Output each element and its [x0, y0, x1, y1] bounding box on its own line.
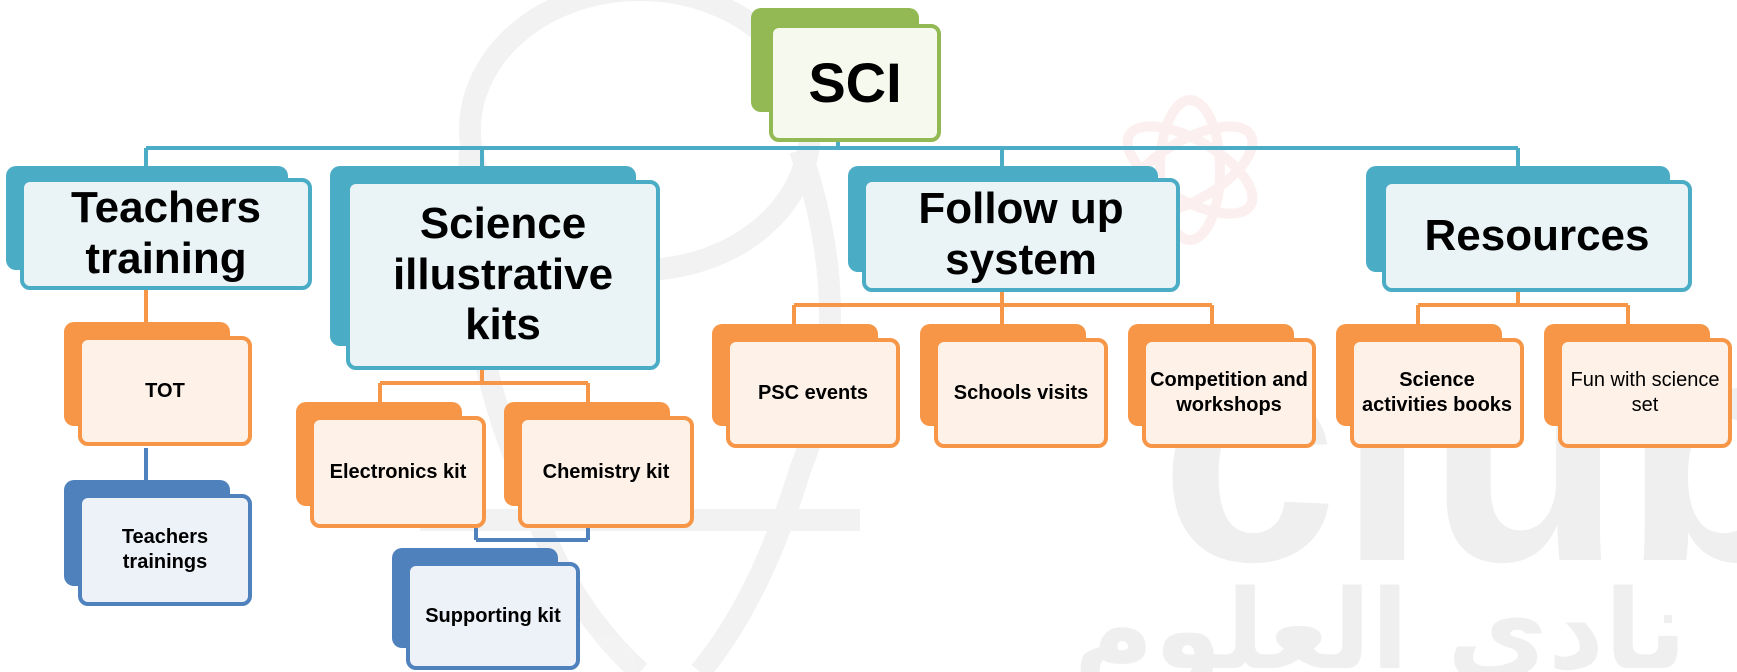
node-tot-label: TOT: [145, 379, 185, 402]
branch-teachers-training-label: Teachers training: [71, 183, 261, 283]
node-activities-books-label: Science activities books: [1361, 369, 1513, 416]
node-psc-events-label: PSC events: [757, 381, 869, 404]
node-supporting-kit-label: Supporting kit: [425, 604, 561, 627]
node-competition-workshops-label: Competition and workshops: [1150, 369, 1308, 416]
branch-science-kits-label: Science illustrative kits: [392, 199, 614, 350]
supporting-connector: [474, 528, 590, 542]
node-fun-science-set-label: Fun with science set: [1570, 369, 1720, 416]
node-chemistry-kit-label: Chemistry kit: [542, 460, 670, 483]
branch-resources-label: Resources: [1424, 210, 1650, 260]
root-label: SCI: [808, 50, 902, 114]
kits-bus: [378, 368, 590, 420]
branch-follow-up-label: Follow up system: [918, 184, 1124, 284]
node-electronics-kit-label: Electronics kit: [329, 460, 467, 483]
followup-bus: [792, 292, 1214, 330]
node-schools-visits-label: Schools visits: [953, 381, 1089, 404]
mascot-body-right: [691, 146, 841, 672]
watermark-arabic-text: نادي العلوم: [1073, 566, 1687, 672]
node-teachers-trainings-label: Teachers trainings: [121, 526, 209, 573]
resources-bus: [1416, 292, 1630, 330]
atom-orbit-3: [1155, 95, 1225, 245]
